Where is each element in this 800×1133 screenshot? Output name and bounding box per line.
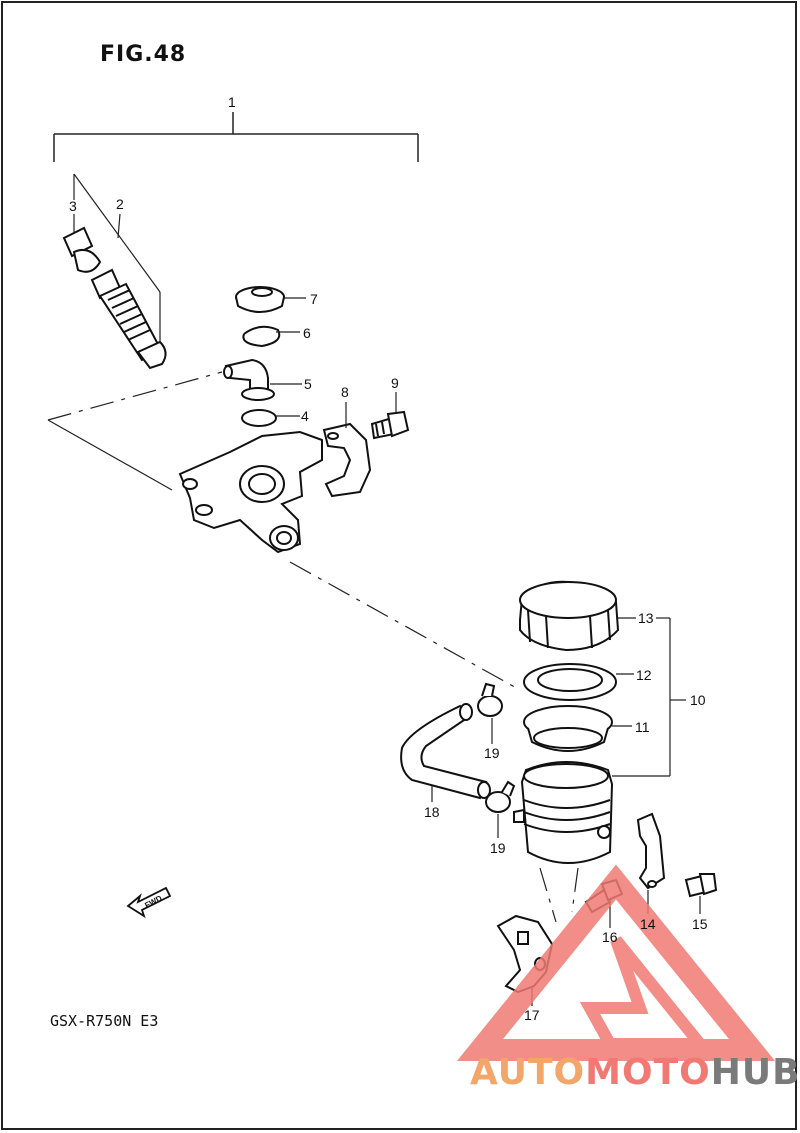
callout-16: 16: [602, 929, 618, 945]
callout-19-upper: 19: [484, 745, 500, 761]
part-18-hose: [400, 703, 491, 800]
callout-14: 14: [640, 916, 656, 932]
callout-5: 5: [304, 376, 312, 392]
part-5-elbow: [223, 358, 275, 401]
part-13-reservoir-cap: [519, 580, 620, 652]
watermark-text: AUTOMOTOHUB: [470, 1052, 800, 1093]
piston-assembly: [62, 226, 167, 370]
part-14-bracket: [636, 812, 666, 890]
callout-7: 7: [310, 291, 318, 307]
part-19-clamp-lower: [485, 780, 516, 813]
watermark-auto: AUTO: [470, 1052, 586, 1093]
part-12-plate: [523, 663, 617, 701]
master-cylinder-body: [178, 430, 323, 554]
watermark-hub: HUB: [710, 1052, 800, 1093]
callout-8: 8: [341, 384, 349, 400]
callout-leaders: [270, 297, 701, 1006]
callout-1: 1: [228, 94, 236, 110]
callout-10: 10: [690, 692, 706, 708]
bracket-part-1: [53, 112, 419, 162]
part-7-cap: [235, 286, 285, 313]
part-19-clamp-upper: [477, 682, 503, 717]
part-15-bolt: [684, 873, 718, 898]
callout-17: 17: [524, 1007, 540, 1023]
callout-12: 12: [636, 667, 652, 683]
dashed-leaders: [47, 371, 579, 923]
part-9-bolt: [370, 410, 410, 440]
callout-19-lower: 19: [490, 840, 506, 856]
callout-3: 3: [69, 198, 77, 214]
watermark-logo: [456, 864, 776, 1061]
part-10-reservoir-body: [513, 761, 614, 864]
part-11-diaphragm: [523, 705, 613, 752]
callout-9: 9: [391, 375, 399, 391]
part-6-circlip: [242, 325, 281, 348]
figure-title: FIG.48: [100, 42, 187, 67]
callout-18: 18: [424, 804, 440, 820]
callout-13: 13: [638, 610, 654, 626]
callout-2: 2: [116, 196, 124, 212]
callout-11: 11: [635, 719, 650, 735]
callout-15: 15: [692, 916, 708, 932]
callout-4: 4: [301, 408, 309, 424]
solid-leader: [47, 419, 173, 491]
part-4-oring: [241, 409, 277, 427]
fwd-arrow-icon: FWD: [126, 886, 172, 919]
watermark-moto: MOTO: [585, 1052, 711, 1093]
callout-6: 6: [303, 325, 311, 341]
model-code: GSX-R750N E3: [50, 1012, 159, 1030]
part-8-clamp: [322, 422, 372, 498]
leader-lines-2-3: [73, 173, 161, 350]
